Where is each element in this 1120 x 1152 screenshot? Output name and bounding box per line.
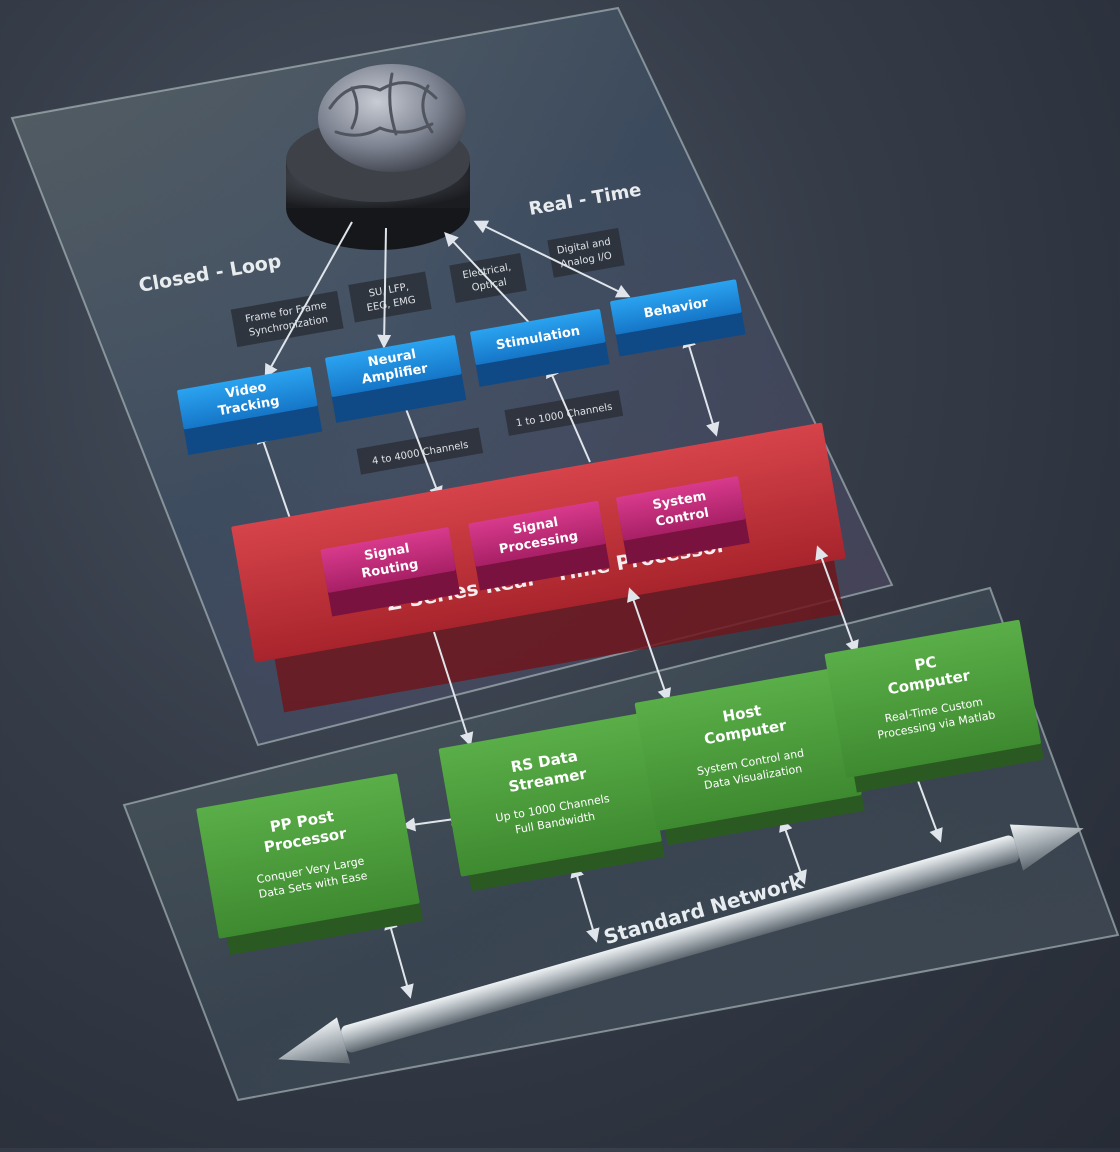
- video-tracking-module[interactable]: Video Tracking: [177, 366, 323, 456]
- arrow-video: [264, 221, 353, 379]
- arrow-video-proc: [257, 429, 297, 533]
- arrow-pp-net: [384, 915, 414, 999]
- arrow-proc-host: [627, 587, 671, 703]
- neural-amplifier-module[interactable]: Neural Amplifier: [325, 335, 467, 423]
- signal-processing-block[interactable]: Signal Processing: [468, 500, 610, 591]
- arrow-proc-pc: [815, 545, 859, 655]
- signal-label-neural: SU, LFP, EEG, EMG: [348, 271, 432, 323]
- stimulation-module[interactable]: Stimulation: [470, 309, 610, 387]
- arrow-pc-net: [911, 767, 943, 843]
- brain-icon: [318, 64, 466, 172]
- arrow-proc-rs: [433, 631, 474, 747]
- pc-title-line-1: PC: [913, 653, 938, 675]
- processor-arrows: [384, 545, 943, 999]
- arrow-rs-net: [570, 863, 600, 943]
- video-tracking-line-1: Video: [224, 380, 267, 402]
- arrow-behavior-proc: [682, 333, 720, 437]
- host-computer[interactable]: Host Computer System Control and Data Vi…: [634, 667, 865, 847]
- signal-routing-block[interactable]: Signal Routing: [320, 527, 461, 617]
- network-arrowhead-left: [278, 1017, 351, 1064]
- system-control-block[interactable]: System Control: [616, 476, 750, 565]
- rs-data-streamer[interactable]: RS Data Streamer Up to 1000 Channels Ful…: [438, 713, 665, 892]
- network-arrowhead-right: [1009, 824, 1084, 871]
- z-series-processor[interactable]: Z-Series Real - Time Processor Signal Ro…: [231, 422, 855, 716]
- pp-post-processor[interactable]: PP Post Processor Conquer Very Large Dat…: [196, 773, 424, 956]
- arrow-host-net: [779, 817, 807, 885]
- signal-arrows: [257, 220, 720, 533]
- channels-label-stim: 1 to 1000 Channels: [504, 390, 624, 436]
- pc-computer[interactable]: PC Computer Real-Time Custom Processing …: [824, 619, 1045, 794]
- arrow-stim-proc: [546, 363, 591, 463]
- behavior-module[interactable]: Behavior: [610, 279, 746, 357]
- arrow-behavior: [473, 220, 631, 298]
- arrow-amp: [377, 227, 392, 349]
